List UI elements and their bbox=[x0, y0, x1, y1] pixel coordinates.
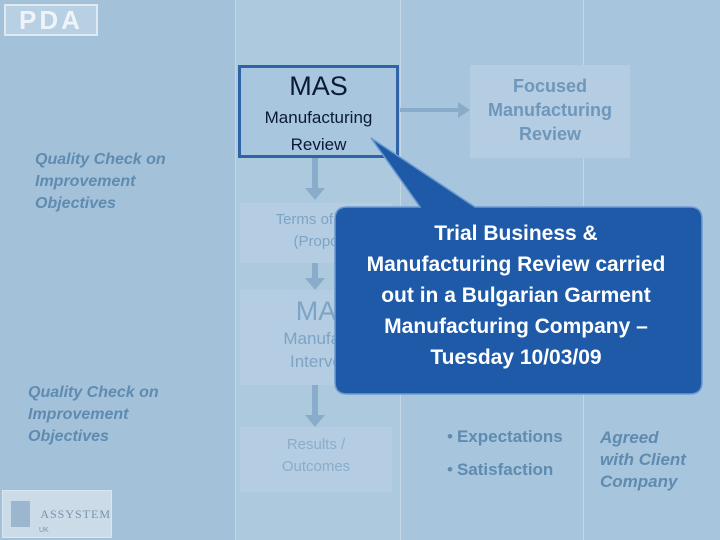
mas2-line: Manufac bbox=[283, 329, 349, 348]
arrow-down-icon bbox=[305, 188, 325, 200]
agreed-line: Agreed bbox=[600, 428, 659, 447]
mas-title: MAS bbox=[289, 71, 348, 101]
mas-subtitle-line: Manufacturing bbox=[264, 108, 373, 127]
focused-line: Focused bbox=[512, 76, 587, 96]
assystem-logo-country: UK bbox=[39, 527, 49, 534]
callout-line: out in a Bulgarian Garment bbox=[381, 284, 651, 307]
callout-line: Tuesday 10/03/09 bbox=[430, 346, 602, 369]
arrow-down-icon bbox=[305, 415, 325, 427]
arrow-down-shaft bbox=[312, 263, 318, 278]
qc-top-line: Objectives bbox=[35, 195, 116, 212]
results-outcomes-box[interactable]: Results / Outcomes bbox=[240, 427, 392, 492]
pda-logo: PDA bbox=[4, 4, 98, 36]
callout-line: Manufacturing Company – bbox=[384, 315, 648, 338]
callout-text: Trial Business & Manufacturing Review ca… bbox=[338, 218, 694, 373]
qc-bottom-line: Quality Check on bbox=[28, 384, 159, 401]
qc-top-line: Improvement bbox=[35, 173, 136, 190]
arrow-down-icon bbox=[305, 278, 325, 290]
bullet-text: Expectations bbox=[456, 427, 563, 446]
bullet-dot-icon: • bbox=[447, 460, 453, 479]
mas2-title: MA bbox=[295, 296, 337, 326]
left-column bbox=[0, 0, 235, 540]
focused-line: Manufacturing bbox=[488, 100, 612, 120]
bullet-dot-icon: • bbox=[447, 427, 453, 446]
results-line: Results / bbox=[286, 436, 346, 453]
arrow-down-shaft bbox=[312, 385, 318, 415]
pda-logo-text: PDA bbox=[19, 4, 83, 35]
arrow-right-icon bbox=[458, 102, 470, 118]
callout-line: Manufacturing Review carried bbox=[366, 253, 666, 276]
arrow-right-shaft bbox=[400, 108, 458, 112]
callout-line: Trial Business & bbox=[434, 222, 598, 245]
agreed-line: Company bbox=[600, 472, 678, 491]
agreed-with-client: Agreed with Client Company bbox=[600, 427, 686, 493]
terms-line: (Propo bbox=[293, 233, 339, 250]
assystem-logo: ASSYSTEM UK bbox=[2, 490, 112, 538]
qc-bottom-line: Objectives bbox=[28, 428, 109, 445]
arrow-down-shaft bbox=[312, 158, 318, 188]
bullet-text: Satisfaction bbox=[456, 460, 554, 479]
bullet-expectations: •Expectations bbox=[447, 427, 563, 447]
column-divider bbox=[235, 0, 236, 540]
assystem-mark-icon bbox=[11, 501, 31, 527]
agreed-line: with Client bbox=[600, 450, 686, 469]
qc-bottom-line: Improvement bbox=[28, 406, 129, 423]
quality-check-top: Quality Check on Improvement Objectives bbox=[35, 149, 166, 215]
bullet-satisfaction: •Satisfaction bbox=[447, 460, 553, 480]
quality-check-bottom: Quality Check on Improvement Objectives bbox=[28, 382, 159, 448]
assystem-logo-name: ASSYSTEM bbox=[40, 506, 111, 521]
mas2-line: Interve bbox=[290, 352, 342, 371]
qc-top-line: Quality Check on bbox=[35, 151, 166, 168]
mas-subtitle-line: Review bbox=[290, 135, 347, 154]
results-line: Outcomes bbox=[281, 458, 351, 475]
